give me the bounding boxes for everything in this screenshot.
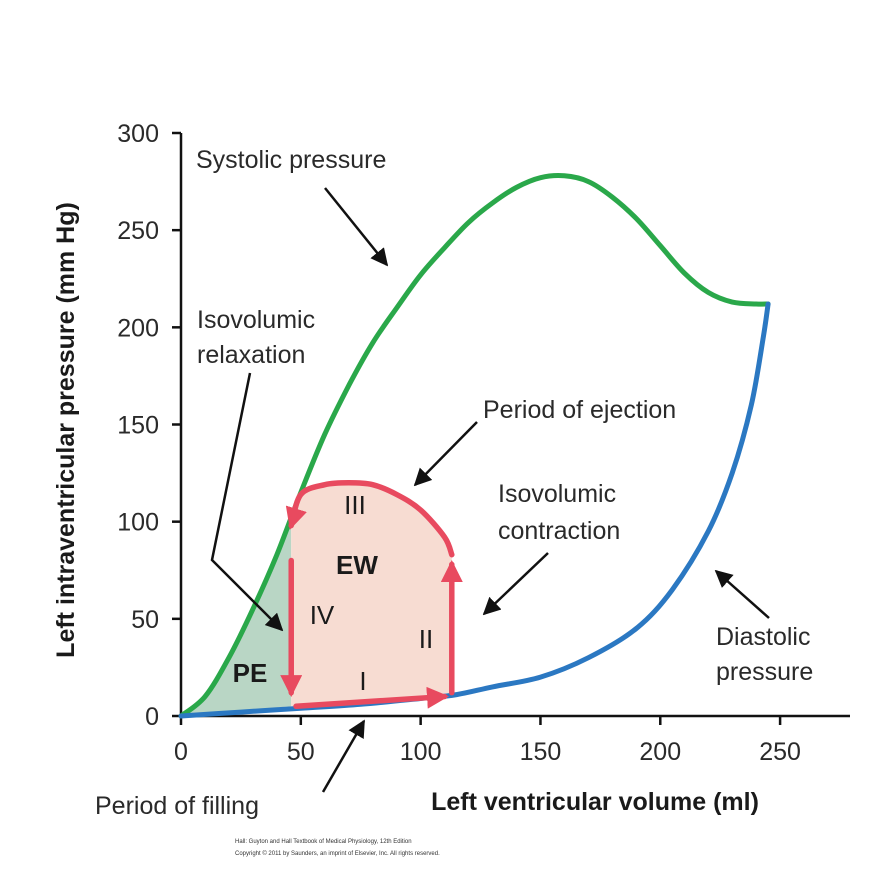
annotation-period-of-ejection: Period of ejection <box>483 396 676 424</box>
y-tick-label: 150 <box>117 412 159 440</box>
x-tick-label: 0 <box>174 738 188 766</box>
x-tick-label: 250 <box>759 738 801 766</box>
loop-label-i: I <box>359 666 366 696</box>
annotation-isovolumic-contraction-2: contraction <box>498 517 620 545</box>
arrow-systolic-pressure <box>324 187 389 267</box>
y-tick-label: 250 <box>117 217 159 245</box>
x-tick-label: 100 <box>400 738 442 766</box>
y-tick-label: 0 <box>145 703 159 731</box>
loop-segment-iii <box>285 480 455 558</box>
arrow-period-of-filling <box>321 719 366 793</box>
pe-region <box>181 517 292 716</box>
arrow-isovolumic-contraction <box>482 552 549 616</box>
loop-label-iii: III <box>344 490 366 520</box>
loop-label-ii: II <box>419 624 433 654</box>
y-tick-label: 100 <box>117 509 159 537</box>
annotation-diastolic-pressure-2: pressure <box>716 658 813 686</box>
x-axis-label: Left ventricular volume (ml) <box>431 788 759 816</box>
annotation-isovolumic-relaxation-1: Isovolumic <box>197 306 315 334</box>
region-label-pe: PE <box>233 658 268 688</box>
annotation-systolic-pressure: Systolic pressure <box>196 146 386 174</box>
x-tick-label: 50 <box>287 738 315 766</box>
x-tick-label: 150 <box>520 738 562 766</box>
arrow-period-of-ejection <box>413 421 478 487</box>
annotation-isovolumic-relaxation-2: relaxation <box>197 341 305 369</box>
region-label-ew: EW <box>336 550 378 580</box>
annotation-period-of-filling: Period of filling <box>95 792 259 820</box>
arrow-isovolumic-relaxation <box>210 372 284 632</box>
credit-line-2: Copyright © 2011 by Saunders, an imprint… <box>235 850 440 857</box>
x-tick-label: 200 <box>639 738 681 766</box>
y-axis-label: Left intraventricular pressure (mm Hg) <box>52 202 80 658</box>
annotation-diastolic-pressure-1: Diastolic <box>716 623 810 651</box>
ew-region <box>291 482 452 707</box>
y-tick-label: 300 <box>117 120 159 148</box>
systolic-pressure-line <box>178 173 771 719</box>
y-tick-label: 50 <box>131 606 159 634</box>
loop-label-iv: IV <box>310 600 335 630</box>
annotation-isovolumic-contraction-1: Isovolumic <box>498 480 616 508</box>
credit-line-1: Hall: Guyton and Hall Textbook of Medica… <box>235 839 412 845</box>
loop-segment-i <box>293 686 449 710</box>
arrow-diastolic-pressure <box>714 569 770 619</box>
y-tick-label: 200 <box>117 314 159 342</box>
